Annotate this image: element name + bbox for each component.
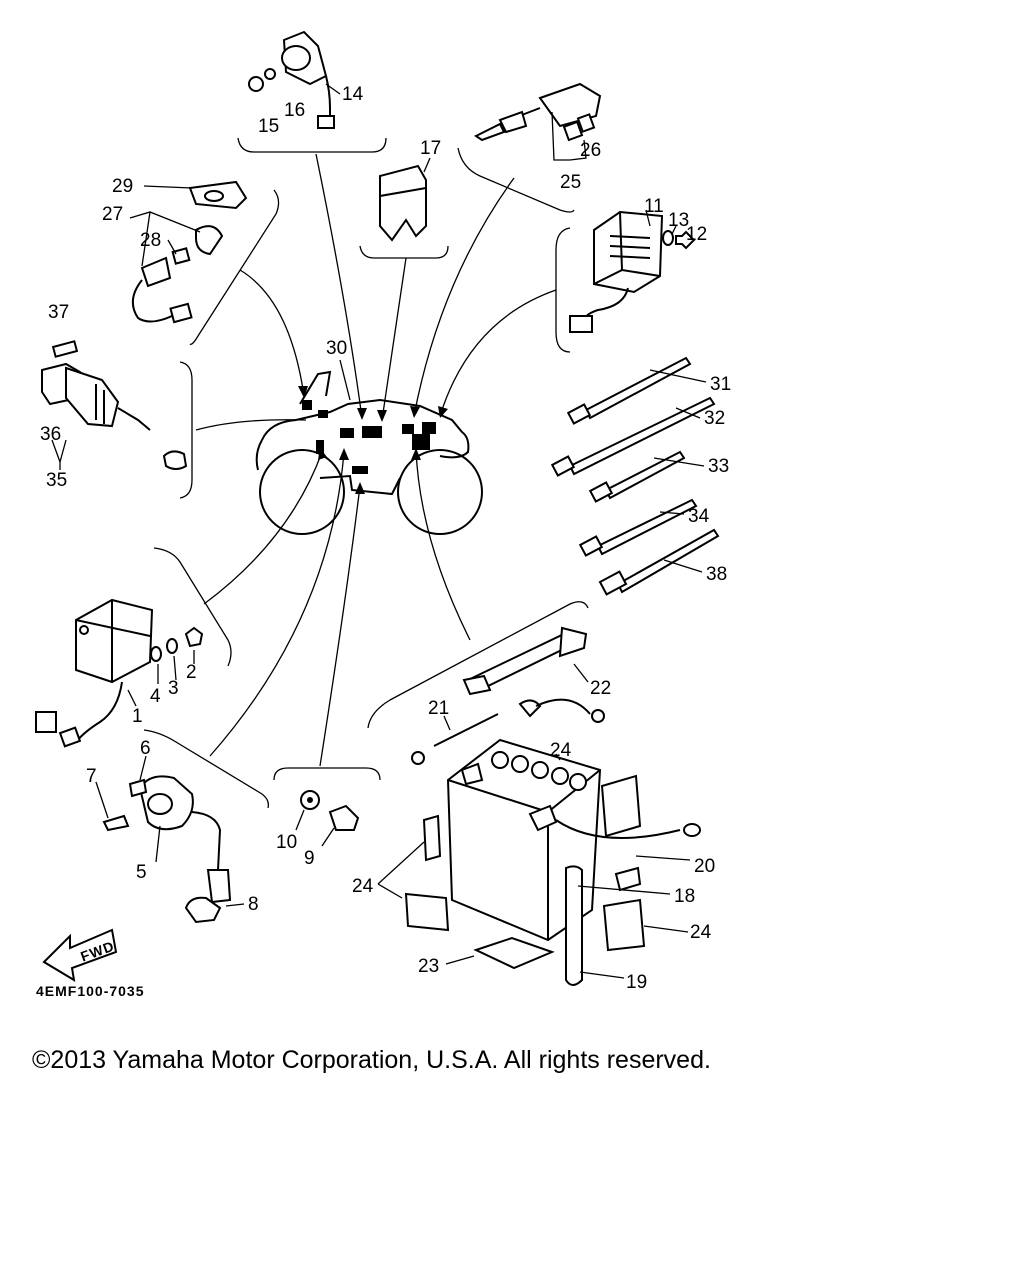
part-31-cable-ties bbox=[550, 356, 720, 596]
part-27-switch bbox=[131, 180, 248, 324]
callout-2: 2 bbox=[186, 662, 197, 683]
callout-leaders bbox=[51, 83, 707, 979]
callout-25: 25 bbox=[560, 172, 581, 193]
callout-16: 16 bbox=[284, 100, 305, 121]
drawing-code: 4EMF100-7035 bbox=[36, 983, 145, 999]
callout-34: 34 bbox=[688, 506, 710, 527]
callout-18: 18 bbox=[674, 886, 695, 907]
part-35-main-switch bbox=[41, 340, 188, 470]
callout-10: 10 bbox=[276, 832, 297, 853]
vehicle-outline bbox=[255, 370, 483, 535]
callout-11: 11 bbox=[644, 196, 664, 217]
part-1-cdi-unit bbox=[35, 598, 204, 748]
callout-28: 28 bbox=[140, 230, 161, 251]
callout-23: 23 bbox=[418, 956, 439, 977]
copyright-notice: ©2013 Yamaha Motor Corporation, U.S.A. A… bbox=[32, 1046, 711, 1074]
callout-27: 27 bbox=[102, 204, 123, 225]
callout-32: 32 bbox=[704, 408, 725, 429]
callout-17: 17 bbox=[420, 138, 441, 159]
part-17-cover bbox=[379, 164, 427, 242]
callout-29: 29 bbox=[112, 176, 133, 197]
part-25-relay bbox=[474, 82, 602, 142]
callout-24-right: 24 bbox=[690, 922, 712, 943]
part-9-sender bbox=[300, 790, 360, 831]
callout-26: 26 bbox=[580, 140, 601, 161]
callout-3: 3 bbox=[168, 678, 179, 699]
callout-30: 30 bbox=[326, 338, 347, 359]
part-22-battery-band bbox=[411, 626, 605, 765]
callout-5: 5 bbox=[136, 862, 147, 883]
callout-7: 7 bbox=[86, 766, 97, 787]
callout-20: 20 bbox=[694, 856, 715, 877]
forward-arrow-icon: FWD bbox=[42, 928, 118, 982]
callout-labels: 14 16 15 17 26 25 29 27 28 11 13 12 37 3… bbox=[40, 84, 731, 993]
callout-12: 12 bbox=[686, 224, 707, 245]
callout-8: 8 bbox=[248, 894, 259, 915]
part-19-breather-tube bbox=[565, 865, 583, 986]
part-5-ignition-coil bbox=[102, 775, 232, 924]
group-brackets bbox=[143, 137, 589, 809]
callout-22: 22 bbox=[590, 678, 611, 699]
callout-31: 31 bbox=[710, 374, 731, 395]
callout-9: 9 bbox=[304, 848, 315, 869]
part-24-pads bbox=[404, 774, 646, 970]
callout-24-left: 24 bbox=[352, 876, 374, 897]
callout-6: 6 bbox=[140, 738, 151, 759]
callout-14: 14 bbox=[342, 84, 364, 105]
callout-36: 36 bbox=[40, 424, 61, 445]
callout-24-top: 24 bbox=[550, 740, 572, 761]
part-14-sensor bbox=[248, 30, 335, 129]
callout-33: 33 bbox=[708, 456, 729, 477]
callout-37: 37 bbox=[48, 302, 69, 323]
leader-lines bbox=[195, 153, 557, 767]
part-18-battery bbox=[446, 738, 701, 942]
callout-35: 35 bbox=[46, 470, 67, 491]
callout-1: 1 bbox=[132, 706, 143, 727]
callout-21: 21 bbox=[428, 698, 449, 719]
callout-38: 38 bbox=[706, 564, 727, 585]
callout-15: 15 bbox=[258, 116, 279, 137]
callout-19: 19 bbox=[626, 972, 647, 993]
electrical-parts-diagram: FWD 4EMF100-7035 bbox=[35, 30, 731, 999]
callout-4: 4 bbox=[150, 686, 161, 707]
part-11-regulator bbox=[569, 210, 696, 333]
callout-13: 13 bbox=[668, 210, 689, 231]
